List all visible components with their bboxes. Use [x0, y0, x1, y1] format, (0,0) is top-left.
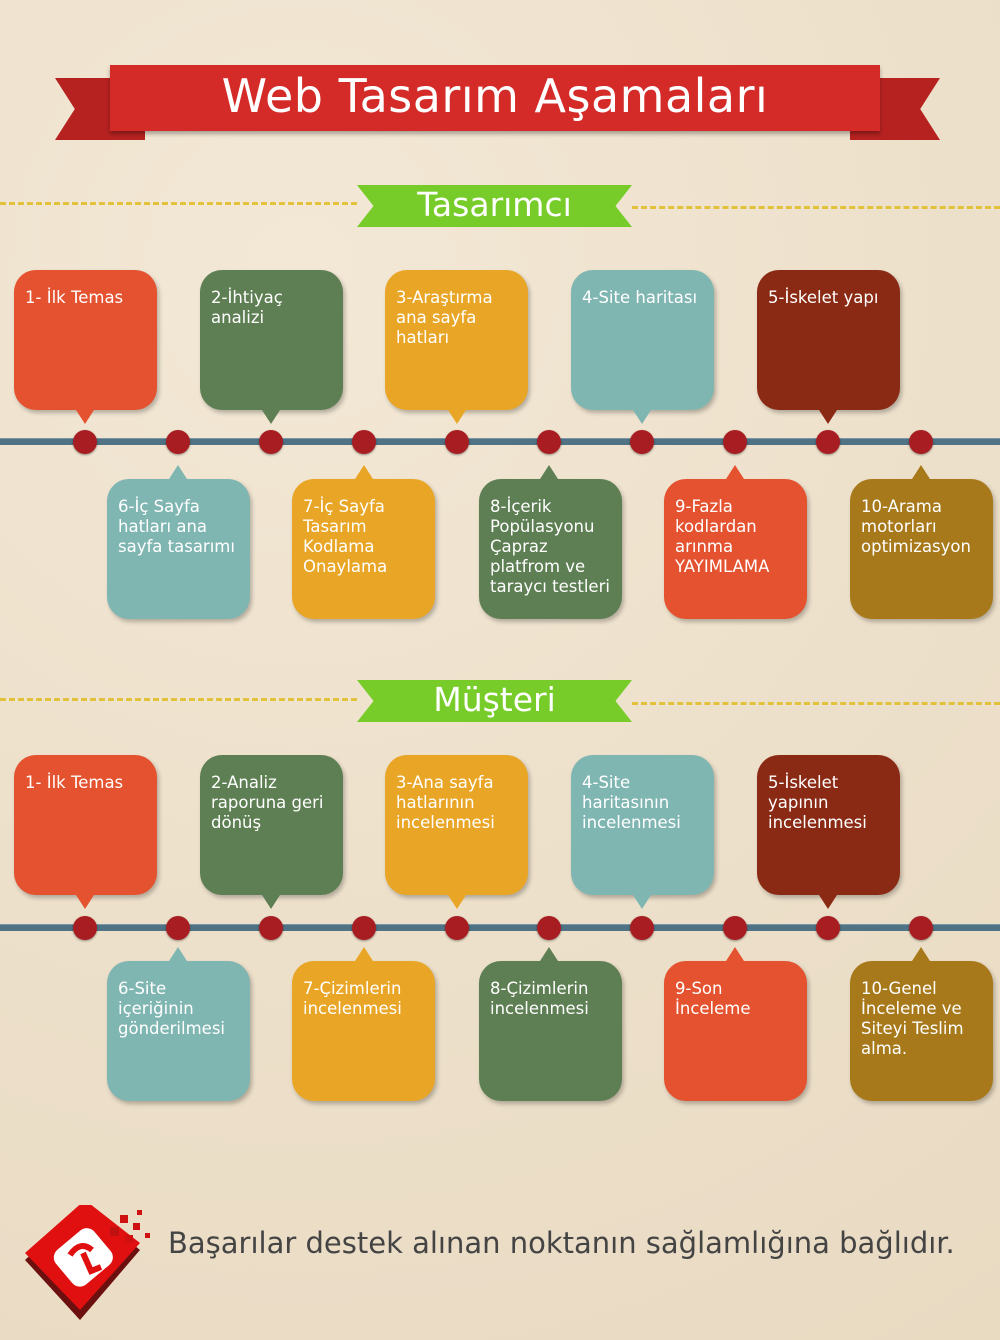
timeline-dot [723, 916, 747, 940]
step-card: 2-İhtiyaç analizi [200, 270, 343, 410]
step-pointer [540, 947, 558, 961]
timeline-dot [166, 916, 190, 940]
step-pointer [448, 895, 466, 909]
step-card: 8-Çizimlerin incelenmesi [479, 961, 622, 1101]
step-card: 4-Site haritası [571, 270, 714, 410]
timeline-dot [537, 430, 561, 454]
step-card: 7-Çizimlerin incelenmesi [292, 961, 435, 1101]
timeline-dot [909, 916, 933, 940]
step-pointer [169, 465, 187, 479]
divider [632, 702, 1000, 705]
timeline-dot [352, 430, 376, 454]
step-card: 8-İçerik Popülasyonu Çapraz platfrom ve … [479, 479, 622, 619]
step-pointer [76, 410, 94, 424]
step-card: 5-İskelet yapının incelenmesi [757, 755, 900, 895]
step-card: 7-İç Sayfa Tasarım Kodlama Onaylama [292, 479, 435, 619]
step-pointer [262, 895, 280, 909]
step-pointer [633, 410, 651, 424]
section-label-designer: Tasarımcı [357, 185, 632, 227]
step-card: 1- İlk Temas [14, 755, 157, 895]
footer-slogan: Başarılar destek alınan noktanın sağlaml… [168, 1226, 955, 1260]
timeline-dot [909, 430, 933, 454]
step-pointer [819, 410, 837, 424]
step-pointer [726, 947, 744, 961]
timeline-dot [259, 916, 283, 940]
timeline-line [0, 438, 1000, 445]
divider [0, 202, 357, 205]
step-card: 6-İç Sayfa hatları ana sayfa tasarımı [107, 479, 250, 619]
section-label-customer: Müşteri [357, 680, 632, 722]
timeline-dot [537, 916, 561, 940]
divider [632, 206, 1000, 209]
step-pointer [262, 410, 280, 424]
divider [0, 698, 357, 701]
logo-icon [25, 1205, 150, 1320]
page-title: Web Tasarım Aşamaları [110, 65, 880, 131]
step-pointer [355, 465, 373, 479]
timeline-dot [816, 916, 840, 940]
timeline-dot [630, 916, 654, 940]
step-pointer [633, 895, 651, 909]
step-pointer [540, 465, 558, 479]
step-card: 3-Ana sayfa hatlarının incelenmesi [385, 755, 528, 895]
timeline-dot [723, 430, 747, 454]
timeline-dot [166, 430, 190, 454]
timeline-dot [445, 430, 469, 454]
step-pointer [912, 465, 930, 479]
step-pointer [76, 895, 94, 909]
step-pointer [448, 410, 466, 424]
step-pointer [912, 947, 930, 961]
step-card: 2-Analiz raporuna geri dönüş [200, 755, 343, 895]
step-pointer [355, 947, 373, 961]
timeline-dot [259, 430, 283, 454]
step-card: 10-Arama motorları optimizasyon [850, 479, 993, 619]
timeline-dot [352, 916, 376, 940]
step-pointer [819, 895, 837, 909]
timeline-dot [73, 430, 97, 454]
step-card: 4-Site haritasının incelenmesi [571, 755, 714, 895]
timeline-dot [73, 916, 97, 940]
timeline-dot [445, 916, 469, 940]
step-card: 5-İskelet yapı [757, 270, 900, 410]
timeline-dot [630, 430, 654, 454]
timeline-line [0, 924, 1000, 931]
step-card: 10-Genel İnceleme ve Siteyi Teslim alma. [850, 961, 993, 1101]
step-card: 1- İlk Temas [14, 270, 157, 410]
step-pointer [726, 465, 744, 479]
timeline-dot [816, 430, 840, 454]
step-card: 9-Son İnceleme [664, 961, 807, 1101]
step-card: 6-Site içeriğinin gönderilmesi [107, 961, 250, 1101]
step-pointer [169, 947, 187, 961]
step-card: 9-Fazla kodlardan arınma YAYIMLAMA [664, 479, 807, 619]
step-card: 3-Araştırma ana sayfa hatları [385, 270, 528, 410]
